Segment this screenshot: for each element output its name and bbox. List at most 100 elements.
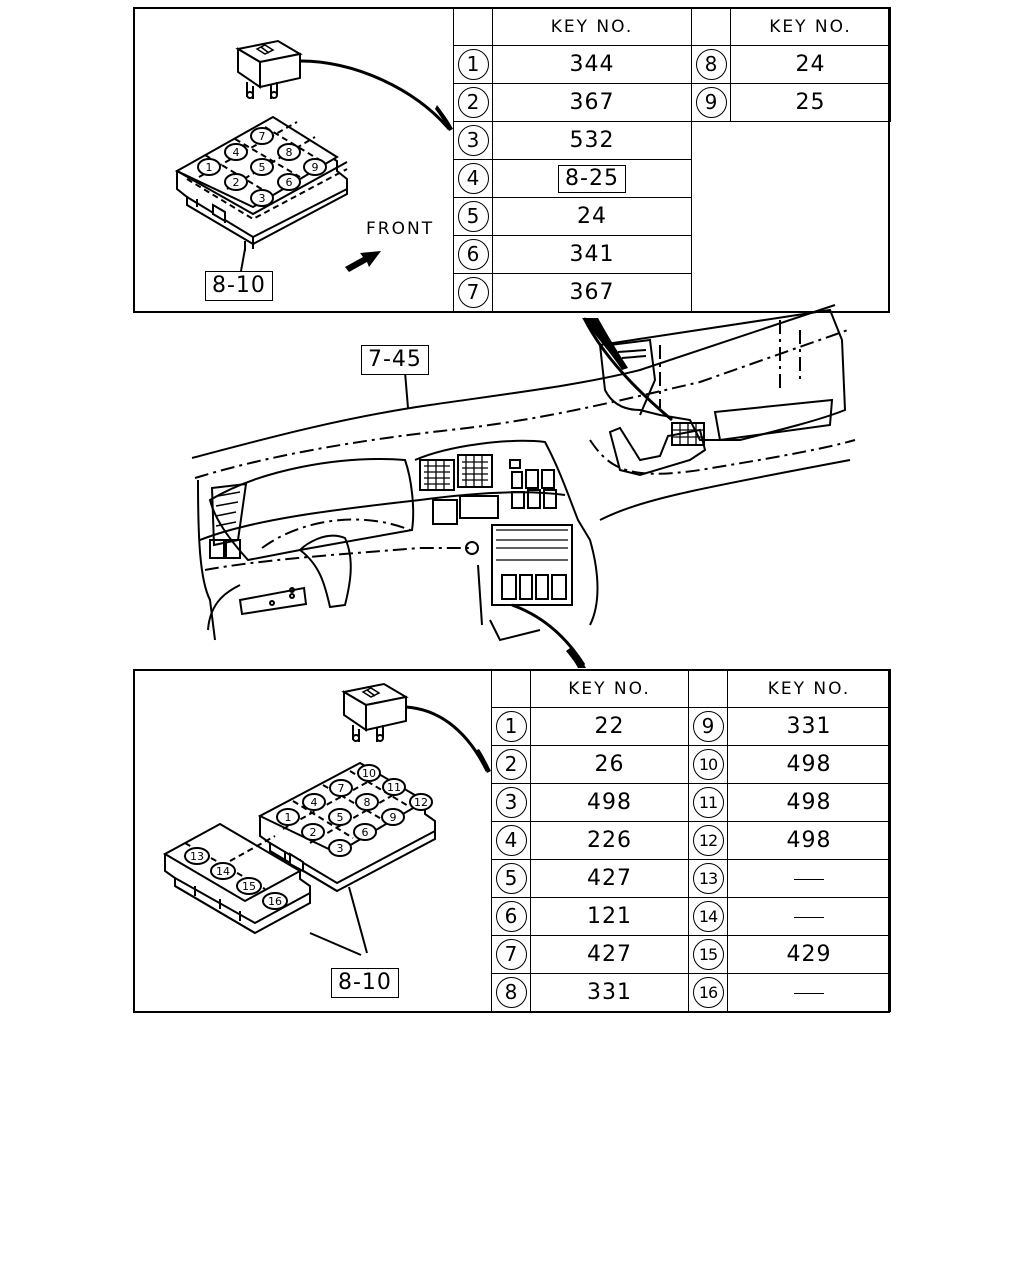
circled-number: 11 — [692, 787, 724, 818]
circled-number: 9 — [692, 711, 724, 742]
key-no-header: KEY NO. — [492, 7, 692, 46]
table-row: 7 427 15 429 — [491, 935, 891, 974]
table-row: 8 331 16 — [491, 973, 891, 1012]
key-no-header: KEY NO. — [730, 7, 891, 46]
key-value: 498 — [587, 790, 632, 815]
svg-text:8: 8 — [364, 796, 371, 809]
top-key-table-left: KEY NO. 1 344 2 367 3 532 4 8-25 5 24 6 341 7 367 — [453, 7, 692, 312]
key-value: 226 — [587, 828, 632, 853]
key-value: 331 — [786, 714, 832, 739]
relay-icon — [235, 39, 303, 99]
empty-dash — [794, 992, 824, 994]
key-value: 22 — [594, 714, 625, 739]
svg-text:3: 3 — [259, 192, 266, 205]
table-row: 6 121 14 — [491, 897, 891, 936]
key-value: 344 — [569, 52, 615, 77]
svg-text:5: 5 — [337, 811, 344, 824]
key-value: 367 — [569, 90, 615, 115]
svg-text:1: 1 — [206, 161, 213, 174]
table-row: 7 367 — [453, 273, 692, 312]
table-row: 1 344 — [453, 45, 692, 84]
relay-block-icon — [174, 115, 348, 251]
table-row: 3 532 — [453, 121, 692, 160]
svg-text:11: 11 — [387, 781, 401, 794]
key-value: 498 — [786, 828, 832, 853]
table-row: 3 498 11 498 — [491, 783, 891, 822]
table-row: 2 26 10 498 — [491, 745, 891, 784]
circled-number: 3 — [495, 787, 527, 818]
front-label: FRONT — [366, 219, 435, 239]
circled-number: 8 — [695, 49, 727, 80]
svg-text:12: 12 — [414, 796, 428, 809]
relay-icon — [341, 682, 409, 742]
svg-text:2: 2 — [233, 176, 240, 189]
key-value: 24 — [795, 52, 826, 77]
circled-number: 1 — [495, 711, 527, 742]
svg-text:3: 3 — [337, 842, 344, 855]
table-row: 9 25 — [691, 83, 891, 122]
svg-text:6: 6 — [286, 176, 293, 189]
circled-number: 10 — [692, 749, 724, 780]
svg-text:6: 6 — [362, 826, 369, 839]
circled-number: 1 — [457, 49, 489, 80]
svg-text:13: 13 — [190, 850, 204, 863]
dash-ref-label: 7-45 — [361, 345, 429, 375]
svg-text:2: 2 — [310, 826, 317, 839]
table-row: 8 24 — [691, 45, 891, 84]
key-no-header: KEY NO. — [530, 669, 689, 708]
svg-text:7: 7 — [259, 130, 266, 143]
key-value: 8-25 — [558, 164, 626, 193]
circled-number: 15 — [692, 939, 724, 970]
svg-text:4: 4 — [233, 146, 240, 159]
key-value: 121 — [587, 904, 632, 929]
svg-text:7: 7 — [338, 782, 345, 795]
circled-number: 5 — [457, 201, 489, 232]
key-value: 367 — [569, 280, 615, 305]
front-arrow-icon — [345, 251, 381, 272]
key-value: 341 — [569, 242, 615, 267]
circled-number: 6 — [457, 239, 489, 270]
table-row: 5 24 — [453, 197, 692, 236]
circled-number: 7 — [495, 939, 527, 970]
key-value: 26 — [594, 752, 625, 777]
empty-dash — [794, 878, 824, 880]
circled-number: 5 — [495, 863, 527, 894]
circled-number: 3 — [457, 125, 489, 156]
key-value: 331 — [587, 980, 632, 1005]
empty-dash — [794, 916, 824, 918]
key-value: 24 — [577, 204, 607, 229]
table-row: 4 8-25 — [453, 159, 692, 198]
circled-number: 12 — [692, 825, 724, 856]
key-value: 25 — [795, 90, 826, 115]
circled-number: 6 — [495, 901, 527, 932]
top-key-table-right: KEY NO. 8 24 9 25 — [691, 7, 891, 122]
circled-number: 14 — [692, 901, 724, 932]
key-value: 532 — [569, 128, 615, 153]
svg-text:4: 4 — [311, 796, 318, 809]
key-value: 427 — [587, 942, 632, 967]
svg-text:15: 15 — [242, 880, 256, 893]
circled-number: 7 — [457, 277, 489, 308]
svg-text:9: 9 — [390, 811, 397, 824]
svg-text:8: 8 — [286, 146, 293, 159]
table-row: 6 341 — [453, 235, 692, 274]
svg-text:16: 16 — [268, 895, 282, 908]
svg-text:10: 10 — [362, 767, 376, 780]
circled-number: 4 — [457, 163, 489, 194]
circled-number: 13 — [692, 863, 724, 894]
circled-number: 2 — [457, 87, 489, 118]
key-value: 498 — [786, 790, 832, 815]
circled-number: 8 — [495, 977, 527, 1008]
key-value: 429 — [786, 942, 832, 967]
relay-block-icon — [162, 761, 436, 935]
key-value: 498 — [786, 752, 832, 777]
circled-number: 9 — [695, 87, 727, 118]
svg-text:5: 5 — [259, 161, 266, 174]
circled-number: 2 — [495, 749, 527, 780]
table-row: 2 367 — [453, 83, 692, 122]
circled-number: 16 — [692, 977, 724, 1008]
